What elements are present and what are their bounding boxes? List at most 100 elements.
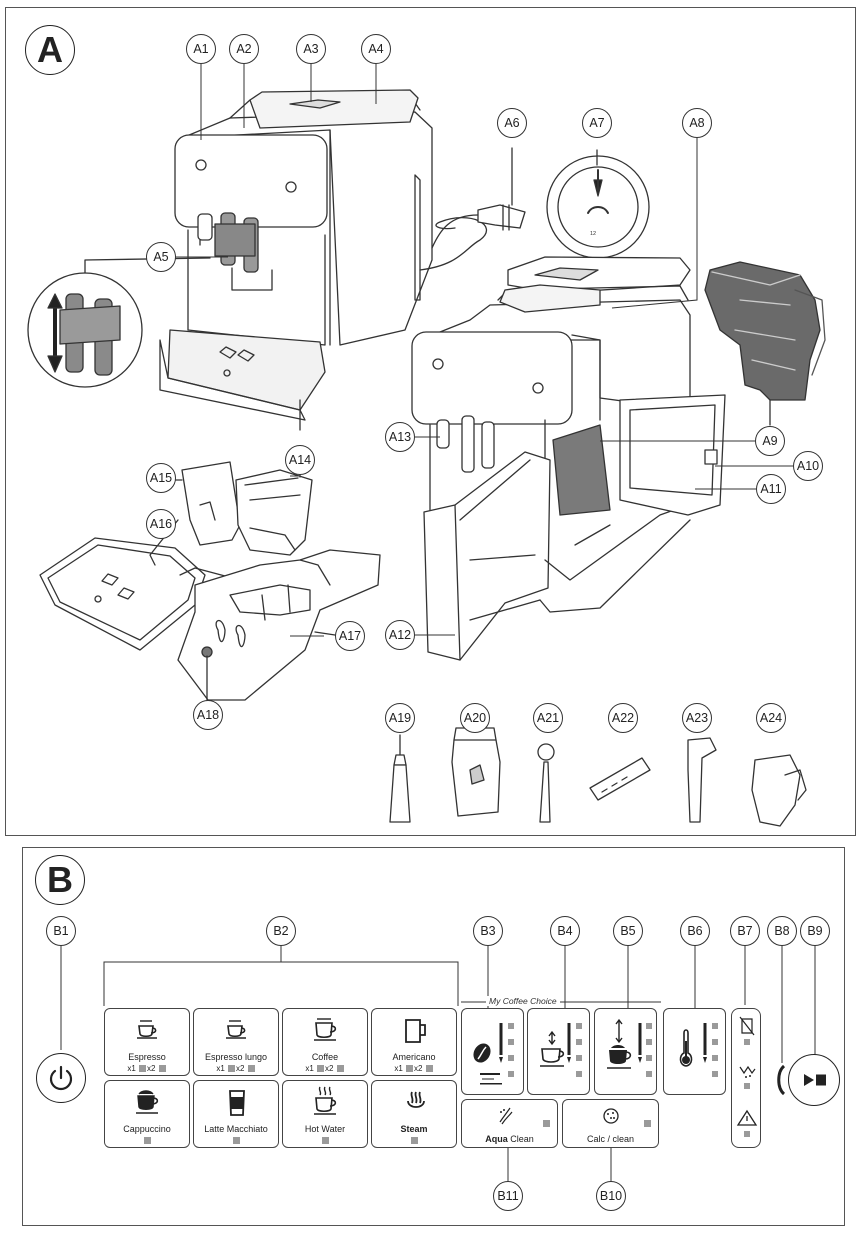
callout-a10: A10: [793, 451, 823, 481]
status-indicator-strip: [731, 1008, 761, 1148]
hot-water-indicator: [283, 1135, 367, 1145]
callout-a21: A21: [533, 703, 563, 733]
coffee-length-button[interactable]: [527, 1008, 590, 1095]
callout-b4: B4: [550, 916, 580, 946]
calc-clean-label: Calc / clean: [586, 1134, 635, 1144]
callout-b2: B2: [266, 916, 296, 946]
calc-clean-icon: [603, 1108, 619, 1124]
callout-a20: A20: [460, 703, 490, 733]
aqua-clean-label-rest: Clean: [507, 1134, 534, 1144]
hot-water-cup-icon: [314, 1086, 337, 1115]
size-x1-label: x1: [394, 1064, 403, 1073]
callout-a15: A15: [146, 463, 176, 493]
section-b-label: B: [35, 855, 85, 905]
steam-button[interactable]: Steam: [371, 1080, 457, 1148]
size-x1-label: x1: [127, 1064, 136, 1073]
coffee-machine-open-illustration: [411, 256, 726, 661]
latte-macchiato-indicator: [194, 1135, 278, 1145]
coffee-button[interactable]: Coffee x1 x2: [282, 1008, 368, 1076]
aqua-clean-icon: [499, 1107, 513, 1125]
callout-a9: A9: [755, 426, 785, 456]
callout-a4: A4: [361, 34, 391, 64]
espresso-button[interactable]: Espresso x1 x2: [104, 1008, 190, 1076]
start-stop-button[interactable]: [788, 1054, 840, 1106]
temperature-button[interactable]: [663, 1008, 726, 1095]
callout-a2: A2: [229, 34, 259, 64]
calc-clean-button[interactable]: Calc / clean: [562, 1099, 659, 1148]
espresso-lungo-cup-icon: [226, 1020, 246, 1039]
callout-a19: A19: [385, 703, 415, 733]
callout-a12: A12: [385, 620, 415, 650]
espresso-label: Espresso: [128, 1052, 166, 1062]
section-a-label: A: [25, 25, 75, 75]
callout-b8: B8: [767, 916, 797, 946]
hot-water-label: Hot Water: [304, 1124, 346, 1134]
hot-water-button[interactable]: Hot Water: [282, 1080, 368, 1148]
aroma-strength-button[interactable]: [461, 1008, 524, 1095]
size-x1-label: x1: [305, 1064, 314, 1073]
callout-a23: A23: [682, 703, 712, 733]
callout-b10: B10: [596, 1181, 626, 1211]
americano-label: Americano: [392, 1052, 436, 1062]
callout-a6: A6: [497, 108, 527, 138]
callout-a17: A17: [335, 621, 365, 651]
callout-a14: A14: [285, 445, 315, 475]
espresso-lungo-label: Espresso lungo: [204, 1052, 268, 1062]
callout-a11: A11: [756, 474, 786, 504]
aqua-clean-label: Aqua Clean: [462, 1134, 557, 1144]
milk-quantity-icon: [607, 1018, 652, 1077]
dial-number: 12: [590, 231, 596, 237]
cappuccino-label: Cappuccino: [123, 1124, 171, 1134]
americano-size-selector: x1 x2: [372, 1064, 456, 1073]
callout-a16: A16: [146, 509, 176, 539]
power-cord-illustration: [431, 147, 526, 249]
callout-b11: B11: [493, 1181, 523, 1211]
latte-macchiato-button[interactable]: Latte Macchiato: [193, 1080, 279, 1148]
accessories-illustration: [389, 727, 807, 827]
status-icons: [736, 1016, 758, 1137]
size-x1-label: x1: [216, 1064, 225, 1073]
water-tank-drip-tray-illustration: [39, 459, 381, 701]
callout-b3: B3: [473, 916, 503, 946]
callout-a5: A5: [146, 242, 176, 272]
callout-a1: A1: [186, 34, 216, 64]
callout-a7: A7: [582, 108, 612, 138]
coffee-cup-icon: [314, 1018, 337, 1041]
callout-b1: B1: [46, 916, 76, 946]
milk-quantity-button[interactable]: [594, 1008, 657, 1095]
coffee-label: Coffee: [311, 1052, 339, 1062]
callout-a3: A3: [296, 34, 326, 64]
size-x2-label: x2: [325, 1064, 334, 1073]
coffee-size-selector: x1 x2: [283, 1064, 367, 1073]
power-button[interactable]: [36, 1053, 86, 1103]
size-x2-label: x2: [147, 1064, 156, 1073]
aqua-clean-button[interactable]: Aqua Clean: [461, 1099, 558, 1148]
power-icon: [49, 1065, 73, 1091]
aqua-clean-label-bold: Aqua: [485, 1134, 508, 1144]
thermometer-icon: [679, 1023, 718, 1077]
callout-b9: B9: [800, 916, 830, 946]
espresso-size-selector: x1 x2: [105, 1064, 189, 1073]
americano-button[interactable]: Americano x1 x2: [371, 1008, 457, 1076]
size-x2-label: x2: [414, 1064, 423, 1073]
callout-b5: B5: [613, 916, 643, 946]
callout-a22: A22: [608, 703, 638, 733]
callout-a8: A8: [682, 108, 712, 138]
cappuccino-indicator: [105, 1135, 189, 1145]
coffee-bean-icon: [473, 1023, 514, 1085]
steam-indicator: [372, 1135, 456, 1145]
coffee-length-icon: [540, 1023, 582, 1077]
callout-b6: B6: [680, 916, 710, 946]
espresso-cup-icon: [137, 1020, 157, 1039]
callout-b7: B7: [730, 916, 760, 946]
callout-a13: A13: [385, 422, 415, 452]
my-coffee-choice-label: My Coffee Choice: [486, 996, 560, 1006]
latte-glass-icon: [229, 1090, 245, 1116]
water-tank-icon: [739, 1016, 755, 1045]
steam-icon: [407, 1091, 425, 1108]
steam-label: Steam: [400, 1124, 428, 1134]
espresso-lungo-button[interactable]: Espresso lungo x1 x2: [193, 1008, 279, 1076]
cappuccino-button[interactable]: Cappuccino: [104, 1080, 190, 1148]
warning-icon: [736, 1109, 758, 1137]
